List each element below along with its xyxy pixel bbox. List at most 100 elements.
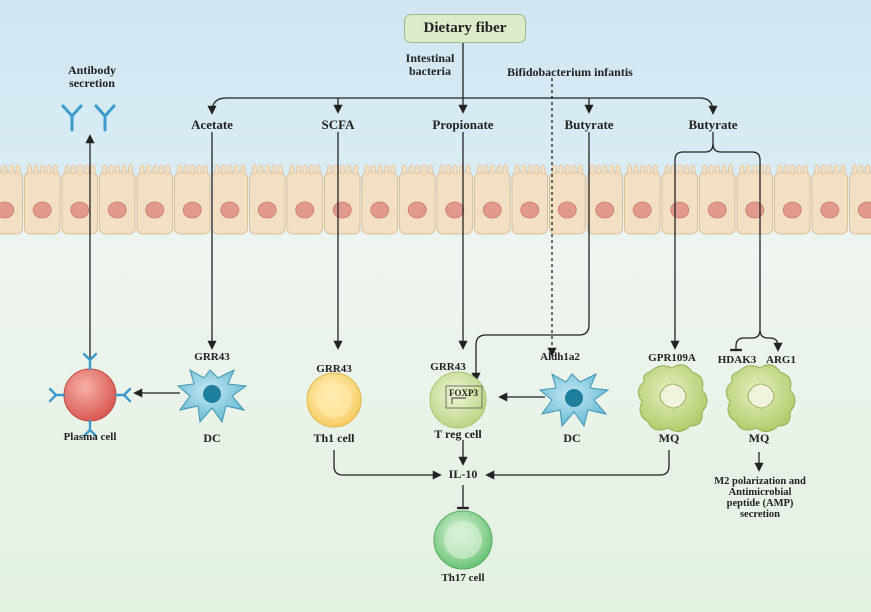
microvillus bbox=[558, 164, 564, 175]
microvillus bbox=[465, 164, 471, 175]
cell-nucleus bbox=[520, 201, 540, 219]
arg1-label: ARG1 bbox=[766, 354, 796, 366]
microvillus bbox=[446, 164, 451, 175]
inhibit-hdak3 bbox=[730, 160, 761, 352]
bifidobacterium-label: Bifidobacterium infantis bbox=[507, 65, 633, 79]
microvillus bbox=[0, 165, 1, 174]
microvillus bbox=[302, 164, 308, 175]
cell-nucleus bbox=[145, 201, 165, 219]
th17-cell-label: Th17 cell bbox=[441, 572, 485, 584]
microvillus bbox=[90, 164, 96, 175]
microvillus bbox=[377, 164, 383, 175]
microvillus bbox=[865, 164, 870, 175]
cell-nucleus bbox=[70, 201, 90, 219]
gpr109a-label: GPR109A bbox=[648, 352, 696, 364]
microvillus bbox=[746, 164, 751, 175]
grr43-treg-label: GRR43 bbox=[430, 361, 466, 373]
cell-nucleus bbox=[370, 201, 390, 219]
grr43-dc-label: GRR43 bbox=[194, 351, 230, 363]
microvillus bbox=[514, 164, 520, 175]
antibody-icon bbox=[61, 104, 116, 132]
connectors bbox=[85, 42, 783, 510]
microvillus bbox=[834, 164, 839, 175]
microvillus bbox=[234, 164, 239, 175]
microvillus bbox=[783, 164, 789, 175]
microvillus bbox=[483, 164, 489, 175]
cell-nucleus bbox=[257, 201, 277, 219]
microvillus bbox=[177, 164, 182, 175]
microvillus bbox=[578, 164, 583, 175]
microvillus bbox=[271, 164, 277, 175]
microvillus bbox=[159, 164, 164, 175]
foxp3-label: FOXP3 bbox=[449, 388, 478, 398]
microvillus bbox=[728, 164, 733, 175]
macrophage-left bbox=[638, 364, 708, 432]
microvillus bbox=[777, 164, 782, 175]
cell-nucleus bbox=[707, 201, 727, 219]
microvillus bbox=[690, 164, 696, 175]
microvillus bbox=[258, 164, 264, 175]
microvillus bbox=[439, 164, 445, 175]
propionate-label: Propionate bbox=[432, 117, 494, 132]
acetate-label: Acetate bbox=[191, 117, 233, 132]
cell-nucleus bbox=[107, 201, 127, 219]
microvillus bbox=[203, 164, 208, 175]
cell-nucleus bbox=[782, 201, 802, 219]
microvillus bbox=[128, 164, 133, 175]
microvillus bbox=[77, 164, 83, 175]
microvillus bbox=[633, 164, 639, 175]
microvillus bbox=[46, 164, 52, 175]
cell-nucleus bbox=[595, 201, 615, 219]
microvillus bbox=[9, 164, 14, 175]
microvillus bbox=[596, 164, 601, 175]
microvillus bbox=[840, 164, 846, 175]
microvillus bbox=[165, 164, 171, 175]
microvillus bbox=[415, 164, 420, 175]
microvillus bbox=[84, 164, 89, 175]
dietary-fiber-box: Dietary fiber bbox=[404, 14, 526, 43]
dc-right-label: DC bbox=[563, 431, 581, 445]
microvillus bbox=[402, 164, 407, 175]
arrow-th1-il10 bbox=[333, 450, 442, 480]
microvillus bbox=[527, 164, 533, 175]
microvillus bbox=[715, 164, 720, 175]
microvillus bbox=[814, 164, 820, 175]
foxp3-box bbox=[445, 385, 483, 409]
microvillus bbox=[664, 164, 670, 175]
arrow-arg1 bbox=[759, 329, 783, 352]
microvillus bbox=[15, 164, 21, 175]
microvillus bbox=[364, 164, 370, 175]
microvillus bbox=[571, 164, 577, 175]
cell-nucleus bbox=[482, 201, 502, 219]
microvillus bbox=[146, 164, 151, 175]
th1-cell-label: Th1 cell bbox=[313, 431, 355, 445]
cell-nucleus bbox=[407, 201, 427, 219]
cell-nucleus bbox=[220, 201, 240, 219]
microvillus bbox=[739, 164, 745, 175]
microvillus bbox=[340, 164, 345, 175]
microvillus bbox=[615, 164, 621, 175]
microvillus bbox=[852, 164, 857, 175]
microvillus bbox=[309, 164, 314, 175]
treg-cell-label: T reg cell bbox=[434, 427, 482, 441]
microvillus bbox=[315, 164, 321, 175]
microvillus bbox=[27, 164, 32, 175]
antibody-secretion-label: Antibody secretion bbox=[67, 63, 117, 90]
microvillus bbox=[477, 164, 482, 175]
microvillus bbox=[278, 164, 283, 175]
microvillus bbox=[565, 164, 570, 175]
cell-nucleus bbox=[670, 201, 690, 219]
microvillus bbox=[221, 164, 226, 175]
arrow-mq-il10 bbox=[485, 450, 670, 480]
cell-nucleus bbox=[32, 201, 52, 219]
microvillus bbox=[289, 164, 295, 175]
microvillus bbox=[602, 164, 608, 175]
dendritic-cell-right bbox=[538, 372, 610, 428]
cell-nucleus bbox=[745, 201, 765, 219]
microvillus bbox=[589, 164, 595, 175]
microvillus bbox=[152, 164, 158, 175]
cell-nucleus bbox=[295, 201, 315, 219]
th1-cell bbox=[306, 372, 362, 428]
dc-left-label: DC bbox=[203, 431, 221, 445]
